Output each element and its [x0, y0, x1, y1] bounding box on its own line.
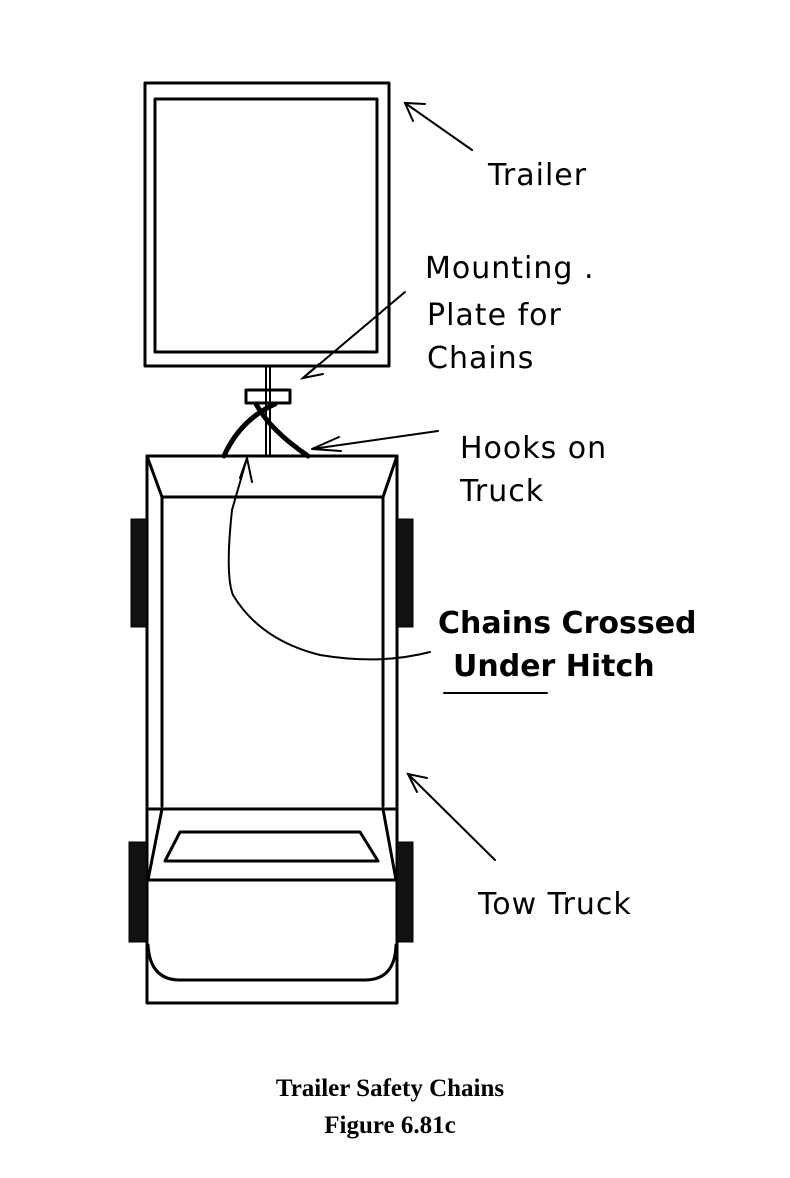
truck-hood — [146, 943, 398, 982]
arrow-hooks — [311, 430, 439, 452]
chain-left — [221, 401, 278, 459]
trailer-inner-frame — [153, 97, 379, 354]
truck-windshield — [163, 830, 380, 863]
arrow-chains-crossed — [227, 454, 431, 661]
tow-truck — [128, 454, 414, 1005]
tire-rear-left — [130, 518, 148, 628]
arrow-tow-truck — [406, 772, 496, 861]
label-mounting-plate-2: Plate for — [427, 298, 562, 333]
label-hooks-1: Hooks on — [460, 431, 607, 466]
label-mounting-plate-3: Chains — [427, 341, 534, 376]
tire-front-right — [396, 841, 414, 943]
safety-chains — [221, 401, 311, 459]
leader-arrows — [227, 101, 496, 861]
arrow-mounting-plate — [299, 291, 406, 380]
label-chains-crossed-2: Under Hitch — [453, 649, 655, 684]
chain-right — [253, 401, 311, 459]
mounting-plate — [244, 388, 292, 405]
caption-number: Figure 6.81c — [324, 1112, 455, 1139]
tire-rear-right — [396, 518, 414, 628]
label-tow-truck: Tow Truck — [477, 887, 632, 922]
caption-title: Trailer Safety Chains — [276, 1075, 505, 1102]
label-mounting-plate-1: Mounting . — [425, 251, 595, 286]
label-hooks-2: Truck — [459, 474, 544, 509]
label-chains-crossed-1: Chains Crossed — [438, 606, 697, 641]
trailer-outer-frame — [143, 81, 391, 368]
truck-outer-body — [145, 454, 399, 1005]
arrow-trailer — [403, 101, 473, 151]
tire-front-left — [128, 841, 148, 943]
trailer — [143, 81, 391, 368]
label-trailer: Trailer — [487, 158, 587, 193]
